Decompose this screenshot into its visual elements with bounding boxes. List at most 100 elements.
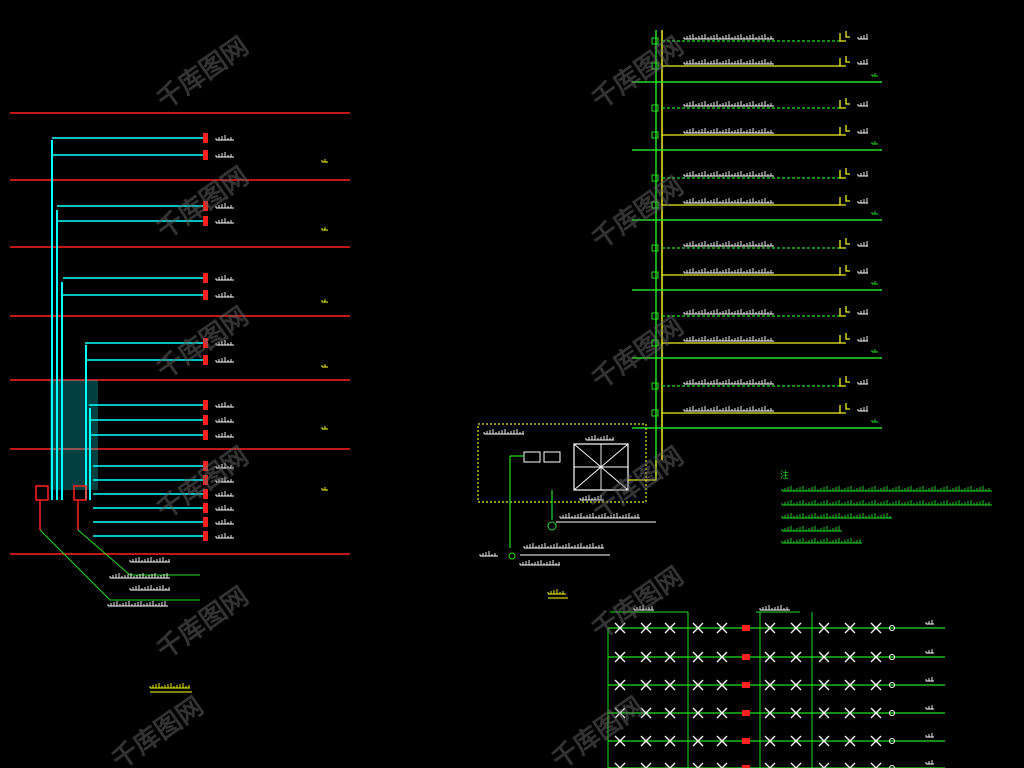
outlet-tag (857, 241, 868, 247)
terminal-block (203, 216, 208, 226)
cable-spec-label (683, 198, 774, 204)
lamp-symbol (692, 735, 704, 747)
leader-line (39, 529, 200, 601)
lamp-symbol (818, 679, 830, 691)
device-box (543, 451, 561, 463)
terminal-block (203, 489, 208, 499)
terminal-block (203, 400, 208, 410)
note-line-mark (781, 526, 842, 532)
terminal-label (215, 203, 234, 209)
leader-label (107, 601, 168, 607)
lamp-symbol (716, 735, 728, 747)
outlet-symbol (839, 31, 850, 42)
cabinet-title (483, 429, 524, 435)
terminal-block (203, 415, 208, 425)
lamp-symbol (716, 707, 728, 719)
switch-marker (742, 654, 750, 660)
outlet-tag (857, 309, 868, 315)
uplink-line (628, 460, 657, 481)
outlet-symbol (839, 238, 850, 249)
outlet-symbol (839, 306, 850, 317)
note-line-mark (781, 538, 862, 544)
outlet-symbol (839, 98, 850, 109)
bus-label (759, 605, 790, 611)
lamp-symbol (614, 651, 626, 663)
watermark-text: 千库图网 (152, 31, 254, 115)
switch-marker (742, 738, 750, 744)
switch-label (585, 435, 614, 441)
terminal-label (215, 432, 234, 438)
lamp-symbol (818, 707, 830, 719)
outlet-symbol (839, 265, 850, 276)
floor-tag (321, 426, 328, 430)
lamp-symbol (692, 762, 704, 768)
terminal-block (203, 273, 208, 283)
lamp-symbol (764, 735, 776, 747)
lamp-symbol (818, 762, 830, 768)
outlet-tag (857, 268, 868, 274)
lamp-symbol (664, 735, 676, 747)
cable-spec-label (683, 309, 774, 315)
outlet-tag (857, 198, 868, 204)
floor-tag (321, 159, 328, 163)
cable-spec-label (559, 513, 640, 519)
cable-spec-label (683, 336, 774, 342)
terminal-label (215, 417, 234, 423)
lamp-symbol (716, 651, 728, 663)
terminal-label (215, 402, 234, 408)
terminal-label (215, 275, 234, 281)
cable-spec-label (683, 34, 774, 40)
cable-spec-label (683, 406, 774, 412)
terminal-label (215, 292, 234, 298)
lamp-symbol (664, 707, 676, 719)
cabinet-outline (477, 423, 647, 503)
junction-box (651, 62, 659, 70)
terminal-label (215, 491, 234, 497)
lamp-symbol (664, 679, 676, 691)
lamp-symbol (844, 762, 856, 768)
terminal-node (547, 521, 557, 531)
lamp-symbol (818, 622, 830, 634)
junction-box (651, 174, 659, 182)
terminal-label (215, 218, 234, 224)
terminal-node (508, 552, 516, 560)
notes-heading: 注 (780, 469, 789, 481)
floor-tag (321, 299, 328, 303)
watermark-text: 千库图网 (152, 161, 254, 245)
lamp-symbol (844, 679, 856, 691)
lamp-symbol (764, 679, 776, 691)
leader-label (109, 573, 170, 579)
terminal-label (215, 357, 234, 363)
lamp-symbol (818, 735, 830, 747)
floor-tag (321, 364, 328, 368)
outlet-tag (857, 59, 868, 65)
circuit-end (889, 738, 895, 744)
lamp-symbol (640, 762, 652, 768)
cabinet-feed (509, 455, 553, 548)
circuit-end (889, 710, 895, 716)
lamp-symbol (790, 735, 802, 747)
circuit-end (889, 625, 895, 631)
outlet-symbol (839, 333, 850, 344)
terminal-block (203, 475, 208, 485)
note-line-mark (781, 486, 992, 492)
lamp-symbol (716, 622, 728, 634)
cabinet-box (35, 485, 49, 501)
right-riser-diagram (632, 30, 882, 480)
watermark-text: 千库图网 (587, 441, 689, 525)
note-line-mark (781, 513, 892, 519)
junction-box (651, 271, 659, 279)
lamp-symbol (844, 622, 856, 634)
row-tag (925, 760, 934, 765)
lamp-symbol (640, 679, 652, 691)
node-label (479, 551, 498, 557)
floor-tag (321, 227, 328, 231)
terminal-label (215, 152, 234, 158)
switch-marker (742, 710, 750, 716)
lamp-symbol (790, 679, 802, 691)
lamp-symbol (692, 651, 704, 663)
lamp-symbol (664, 622, 676, 634)
watermark-text: 千库图网 (107, 691, 209, 768)
leader-label (129, 557, 170, 563)
